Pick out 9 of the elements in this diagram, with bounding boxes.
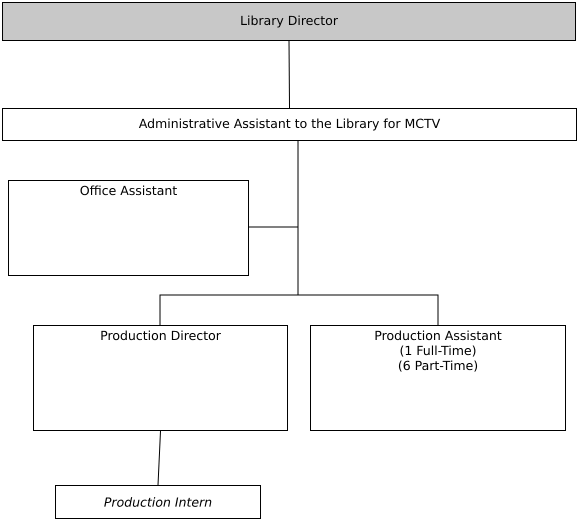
org-box: Library Director: [2, 2, 576, 41]
org-box: Production Director: [33, 325, 288, 431]
org-box: Office Assistant: [8, 180, 249, 276]
connector-line: [158, 430, 161, 486]
org-box: Administrative Assistant to the Library for MCTV: [2, 108, 577, 141]
org-box: Production Intern: [55, 485, 261, 519]
org-box: Production Assistant (1 Full-Time) (6 Part-Time): [310, 325, 566, 431]
connector-line: [298, 140, 438, 326]
connector-line: [288, 40, 290, 108]
